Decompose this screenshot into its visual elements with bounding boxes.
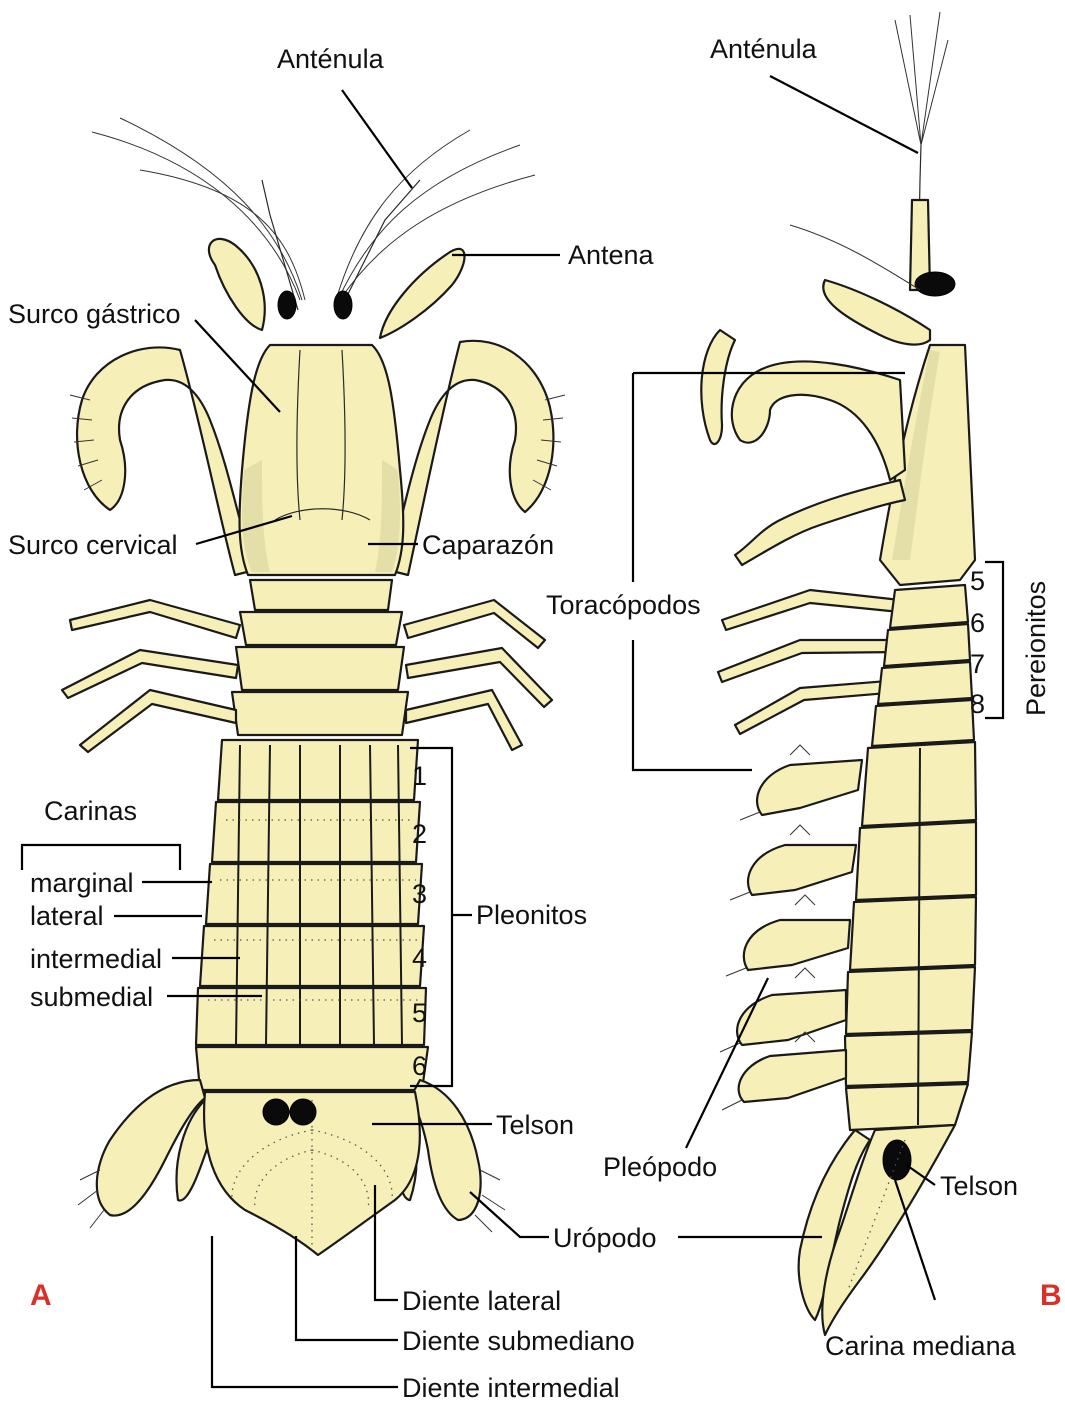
label-pleopodo: Pleópodo — [603, 1152, 717, 1182]
pleonito-number-1: 1 — [412, 761, 427, 791]
pereionito-number-6: 6 — [970, 608, 985, 638]
pleonito-number-4: 4 — [412, 943, 427, 973]
telson-spot-b — [883, 1140, 911, 1180]
antennal-scale-right — [380, 249, 465, 338]
abdomen-b — [845, 742, 976, 1130]
label-surco-gastrico: Surco gástrico — [8, 299, 181, 329]
label-pleonitos: Pleonitos — [476, 900, 587, 930]
label-telson-b: Telson — [940, 1171, 1018, 1201]
label-submedial: submedial — [30, 982, 153, 1012]
antennule-flagella-a — [92, 118, 535, 310]
label-diente-submediano: Diente submediano — [402, 1326, 635, 1356]
telson-spot-right — [290, 1099, 316, 1125]
label-diente-intermedial: Diente intermedial — [402, 1373, 620, 1403]
pereionito-number-5: 5 — [970, 566, 985, 596]
label-caparazon: Caparazón — [422, 530, 554, 560]
label-antennula-a: Anténula — [277, 44, 385, 74]
label-diente-lateral: Diente lateral — [402, 1286, 561, 1316]
raptorial-claw-b — [732, 361, 905, 480]
pleonito-number-2: 2 — [412, 819, 427, 849]
label-pereionitos: Pereionitos — [1021, 581, 1051, 716]
uropod-right-a — [410, 1080, 481, 1220]
pereionito-number-7: 7 — [970, 649, 985, 679]
label-antena: Antena — [568, 240, 655, 270]
label-lateral: lateral — [30, 901, 104, 931]
label-antennula-b: Anténula — [710, 34, 818, 64]
panel-letter-a: A — [30, 1279, 52, 1312]
telson-spot-left — [263, 1099, 289, 1125]
panel-b-drawing — [701, 12, 976, 1335]
eye-b — [915, 272, 955, 296]
label-surco-cervical: Surco cervical — [8, 530, 178, 560]
eye-left-a — [278, 291, 296, 319]
panel-a-drawing — [62, 118, 565, 1255]
pleonito-number-6: 6 — [412, 1051, 427, 1081]
label-toracopodos: Toracópodos — [546, 590, 701, 620]
label-telson-a: Telson — [496, 1110, 574, 1140]
pleopods-b — [720, 745, 862, 1110]
eye-right-a — [334, 291, 352, 319]
pereionito-number-8: 8 — [970, 689, 985, 719]
label-carinas: Carinas — [44, 796, 137, 826]
panel-letter-b: B — [1040, 1279, 1062, 1312]
abdomen-a — [196, 740, 428, 1090]
label-marginal: marginal — [30, 868, 134, 898]
label-uropodo: Urópodo — [553, 1223, 657, 1253]
antennal-scale-left — [209, 239, 265, 330]
pleonito-number-3: 3 — [412, 879, 427, 909]
label-carina-mediana: Carina mediana — [825, 1331, 1017, 1361]
label-intermedial: intermedial — [30, 944, 162, 974]
pleonito-number-5: 5 — [412, 998, 427, 1028]
